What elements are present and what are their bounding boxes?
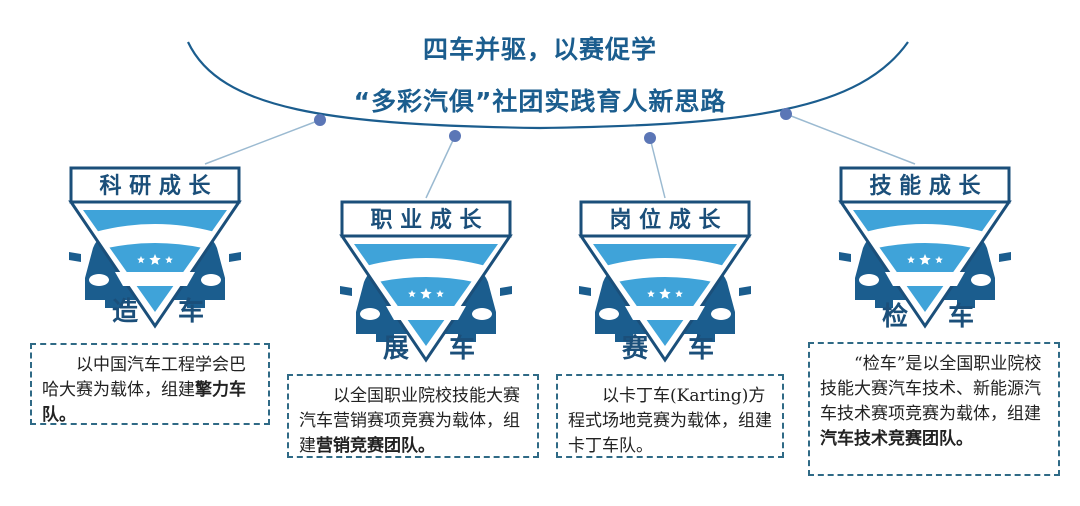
star-icon (647, 290, 655, 298)
branch-1-car-label-left: 造 (112, 297, 138, 327)
branch-1-car-label-right: 车 (178, 296, 204, 327)
badge-label-box (69, 166, 241, 204)
branch-4-badge-label: 技 能 成 长 (870, 173, 982, 199)
branch-4-desc-bold: 汽车技术竞赛团队。 (820, 429, 973, 449)
branch-2-car-label-right: 车 (449, 333, 475, 364)
branch-1-badge: 科 研 成 长造 车 (68, 166, 242, 329)
branch-4-badge: 技 能 成 长检 车 (838, 166, 1012, 332)
connector-line-1 (204, 119, 321, 165)
star-icon (919, 254, 931, 265)
branch-2-desc-bold: 营销竞赛团队。 (316, 436, 435, 456)
branch-3-car-label-right: 车 (688, 333, 714, 364)
branch-4-car-label-right: 车 (948, 301, 974, 332)
star-icon (420, 288, 432, 299)
badge-label-box (839, 166, 1011, 204)
branch-2-badge-label: 职 业 成 长 (371, 208, 483, 233)
branch-2-description: 以全国职业院校技能大赛汽车营销赛项竞赛为载体，组建营销竞赛团队。 (287, 374, 539, 458)
star-icon (149, 254, 161, 265)
branch-2-desc-text: 以全国职业院校技能大赛汽车营销赛项竞赛为载体，组建 (299, 386, 520, 456)
branch-3-description: 以卡丁车(Karting)方程式场地竞赛为载体，组建卡丁车队。 (556, 374, 784, 458)
connector-dot-1 (314, 114, 326, 126)
star-icon (408, 290, 416, 298)
connector-line-2 (425, 135, 456, 199)
branch-4-description: “检车”是以全国职业院校技能大赛汽车技术、新能源汽车技术赛项竞赛为载体，组建汽车… (808, 342, 1060, 476)
connector-dot-4 (780, 108, 792, 120)
star-icon (907, 256, 915, 264)
branch-2-badge: 职 业 成 长展 车 (339, 200, 513, 364)
branch-3-badge-label: 岗 位 成 长 (610, 207, 722, 233)
diagram-title: 四车并驱，以赛促学 (422, 35, 657, 64)
branch-4-car-label-left: 检 (882, 301, 908, 332)
branch-4-desc-text: “检车”是以全国职业院校技能大赛汽车技术、新能源汽车技术赛项竞赛为载体，组建 (820, 354, 1042, 424)
connector-dot-3 (644, 132, 656, 144)
star-icon (659, 288, 671, 299)
branch-1-description: 以中国汽车工程学会巴哈大赛为载体，组建擎力车队。 (30, 343, 270, 425)
star-icon (935, 256, 943, 264)
connector-line-4 (785, 113, 916, 165)
branch-1-desc-bold: 擎力车队。 (42, 380, 246, 425)
connector-line-3 (649, 137, 666, 199)
star-icon (675, 290, 683, 298)
star-icon (436, 290, 444, 298)
star-icon (137, 256, 145, 264)
badge-label-box (340, 200, 512, 238)
diagram-subtitle: “多彩汽俱”社团实践育人新思路 (353, 87, 727, 116)
star-icon (165, 256, 173, 264)
branch-3-desc-text: 以卡丁车(Karting)方程式场地竞赛为载体，组建卡丁车队。 (568, 386, 772, 456)
connector-dot-2 (449, 130, 461, 142)
branch-1-badge-label: 科 研 成 长 (100, 174, 212, 199)
branch-1-desc-text: 以中国汽车工程学会巴哈大赛为载体，组建 (42, 355, 246, 400)
branch-3-car-label-left: 赛 (621, 333, 649, 364)
branch-3-badge: 岗 位 成 长赛 车 (578, 200, 752, 364)
branch-2-car-label-left: 展 (383, 334, 409, 364)
connector-arc (187, 41, 909, 130)
badge-label-box (579, 200, 751, 238)
